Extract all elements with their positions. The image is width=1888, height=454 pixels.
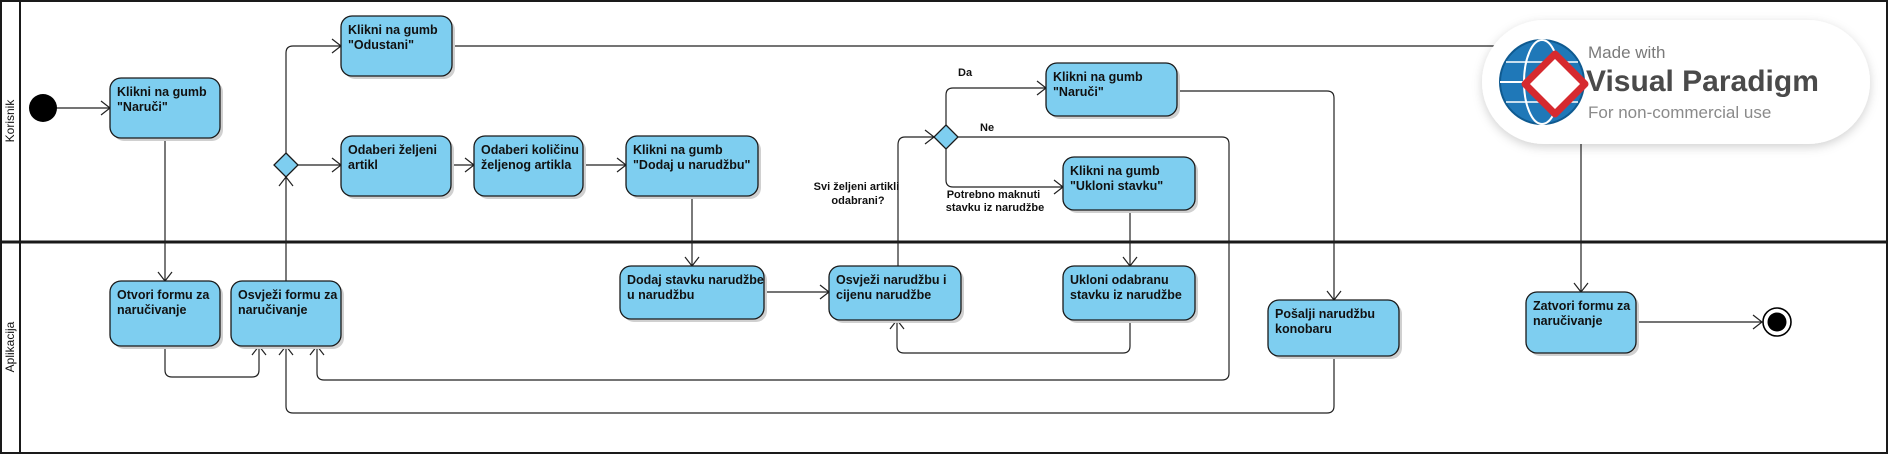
edge-osvjezi-narudzbu-to-decision (897, 136, 934, 266)
node-klikni-dodaj: Klikni na gumb"Dodaj u narudžbu" (625, 135, 761, 199)
watermark-line3: For non-commercial use (1588, 103, 1771, 122)
edge-decision-to-naruci-2 (945, 87, 1046, 125)
visual-paradigm-logo-icon (1499, 39, 1589, 125)
edge-otvori-to-osvjezi (164, 346, 260, 378)
action-nodes: Klikni na gumb"Naruči" Klikni na gumb"Odu… (109, 15, 1639, 359)
node-klikni-naruci-2: Klikni na gumb"Naruči" (1045, 62, 1180, 119)
node-klikni-naruci-1-label: Klikni na gumb"Naruči" (117, 85, 207, 114)
watermark-line2: Visual Paradigm (1586, 65, 1819, 98)
node-klikni-odustani-label: Klikni na gumb"Odustani" (348, 23, 438, 52)
decision-node-1 (273, 152, 299, 178)
edge-ukloni-stavku-to-osvjezi-narudzbu (896, 320, 1131, 354)
node-klikni-naruci-1: Klikni na gumb"Naruči" (109, 77, 223, 141)
watermark-line1: Made with (1588, 43, 1665, 62)
node-klikni-odustani: Klikni na gumb"Odustani" (340, 15, 455, 79)
edge-naruci-2-to-posalji (1177, 90, 1335, 300)
guard-question: Svi željeni artikli odabrani? (814, 181, 903, 207)
lane-label-korisnik: Korisnik (3, 99, 17, 143)
guard-yes: Da (958, 67, 973, 79)
final-node-inner (1767, 312, 1787, 332)
watermark: Made with Visual Paradigm For non-commer… (1482, 20, 1870, 144)
node-klikni-naruci-2-label: Klikni na gumb"Naruči" (1053, 70, 1143, 99)
guard-no: Ne (980, 122, 994, 134)
decision-node-2 (933, 124, 959, 150)
edge-decision-no-loop (316, 136, 1230, 381)
node-klikni-ukloni: Klikni na gumb"Ukloni stavku" (1062, 156, 1198, 213)
edge-posalji-to-osvjezi-form (285, 346, 1335, 414)
control-nodes (29, 94, 1792, 337)
node-klikni-dodaj-label: Klikni na gumb"Dodaj u narudžbu" (633, 143, 750, 172)
edge-decision-to-odustani (285, 45, 341, 153)
lane-label-aplikacija: Aplikacija (3, 321, 17, 372)
guards: Svi željeni artikli odabrani? Da Ne Potr… (814, 67, 1045, 214)
edge-decision-to-ukloni (945, 149, 1063, 188)
initial-node (29, 94, 57, 122)
guard-remove: Potrebno maknuti stavku iz narudžbe (946, 189, 1044, 214)
node-klikni-ukloni-label: Klikni na gumb"Ukloni stavku" (1070, 164, 1163, 193)
